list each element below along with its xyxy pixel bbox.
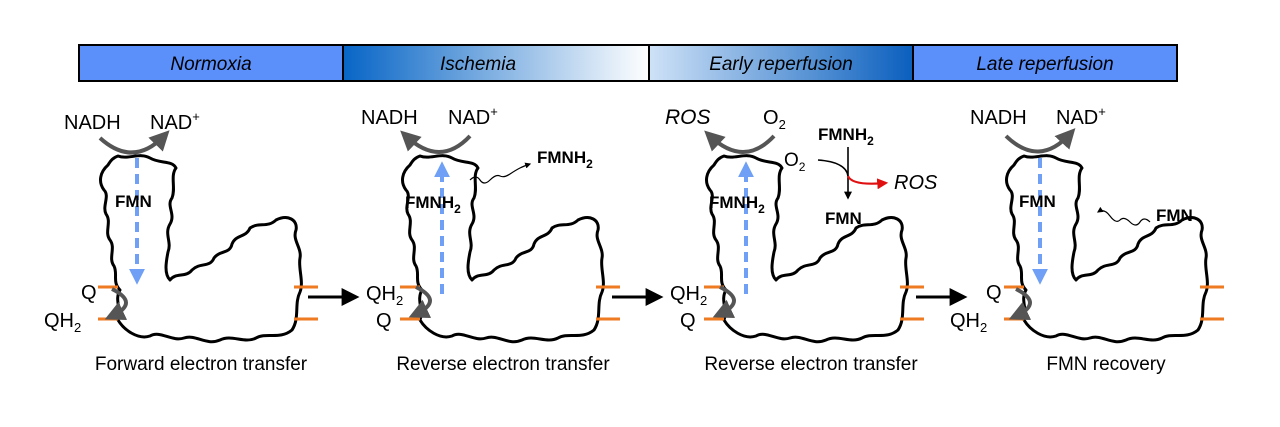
reactant-fmnh2-label: FMNH2 — [818, 125, 874, 148]
quinone-top-label: Q — [81, 282, 97, 304]
nadh-label: NADH — [970, 107, 1027, 129]
caption: FMN recovery — [1046, 354, 1166, 375]
fmnh2-label: FMNH2 — [405, 193, 461, 216]
panel-2 — [400, 154, 620, 344]
phase-late-reperfusion-segment — [912, 44, 1178, 82]
phase-ischemia-segment — [342, 44, 650, 82]
panel-1-annotations: NADH NAD+ FMN Q QH2 Forward electron tra… — [44, 109, 308, 375]
quinone-top-label: QH2 — [366, 283, 403, 308]
complex-i-outline — [401, 154, 605, 344]
quinone-curved-arrow — [1008, 287, 1032, 321]
fmnh2-label: FMNH2 — [709, 193, 765, 216]
panel-3 — [704, 154, 924, 344]
complex-outline — [704, 154, 924, 344]
quinone-curved-arrow — [104, 287, 128, 321]
complex-outline — [400, 154, 620, 344]
panel-2-annotations: NADH NAD+ FMNH2 FMNH2 QH2 Q Reverse elec… — [361, 104, 610, 375]
phase-label-normoxia: Normoxia — [170, 54, 251, 75]
nad-curved-arrow — [98, 130, 170, 155]
nad-curved-arrow — [400, 130, 472, 154]
nadh-label: NADH — [64, 112, 121, 134]
ros-release-arrow — [846, 175, 889, 190]
caption: Reverse electron transfer — [704, 354, 918, 375]
quinone-curved-arrow — [712, 285, 736, 319]
ros-label: ROS — [665, 106, 711, 129]
nadh-label: NADH — [361, 107, 418, 129]
release-wavy-arrow — [469, 162, 532, 184]
quinone-curved-arrow — [408, 285, 432, 319]
incoming-wavy-arrow — [1097, 206, 1151, 226]
phase-label-ischemia: Ischemia — [440, 54, 516, 75]
caption: Forward electron transfer — [95, 354, 308, 375]
fmn-product-label: FMN — [825, 209, 862, 228]
nad-label: NAD+ — [448, 104, 498, 129]
oxidant-o2-label: O2 — [784, 150, 806, 174]
o2-label: O2 — [763, 107, 786, 132]
phase-bar: Normoxia Ischemia Early reperfusion Late… — [78, 44, 1178, 82]
nad-label: NAD+ — [150, 109, 200, 134]
quinone-bottom-label: QH2 — [44, 310, 81, 335]
caption: Reverse electron transfer — [396, 354, 610, 375]
quinone-bottom-label: QH2 — [950, 310, 987, 335]
incoming-fmn-label: FMN — [1156, 206, 1193, 225]
fmn-label: FMN — [115, 192, 152, 211]
ros-product-label: ROS — [894, 172, 938, 194]
quinone-top-label: QH2 — [670, 283, 707, 308]
complex-i-outline — [1005, 154, 1209, 344]
o2-curved-arrow — [704, 130, 776, 154]
panel-4 — [1004, 154, 1224, 344]
phase-label-early-reperfusion: Early reperfusion — [709, 54, 853, 75]
phase-normoxia-segment — [78, 44, 344, 82]
quinone-top-label: Q — [986, 282, 1002, 304]
fmn-label: FMN — [1019, 192, 1056, 211]
panel-3-annotations: ROS O2 FMNH2 FMNH2 O2 ROS FMN QH2 Q Reve… — [665, 106, 938, 375]
complex-outline — [1004, 154, 1224, 344]
released-fmnh2-label: FMNH2 — [537, 148, 593, 171]
panel-4-annotations: NADH NAD+ FMN FMN Q QH2 FMN recovery — [950, 104, 1193, 375]
phase-label-late-reperfusion: Late reperfusion — [976, 54, 1113, 75]
complex-i-outline — [99, 154, 303, 344]
complex-i-outline — [705, 154, 909, 344]
nad-label: NAD+ — [1056, 104, 1106, 129]
panel-1 — [98, 154, 318, 344]
quinone-bottom-label: Q — [376, 310, 392, 332]
oxidant-inflow — [817, 159, 849, 177]
phase-early-reperfusion-segment — [648, 44, 914, 82]
quinone-bottom-label: Q — [680, 310, 696, 332]
complex-outline — [98, 154, 318, 344]
nad-curved-arrow — [1004, 128, 1076, 154]
